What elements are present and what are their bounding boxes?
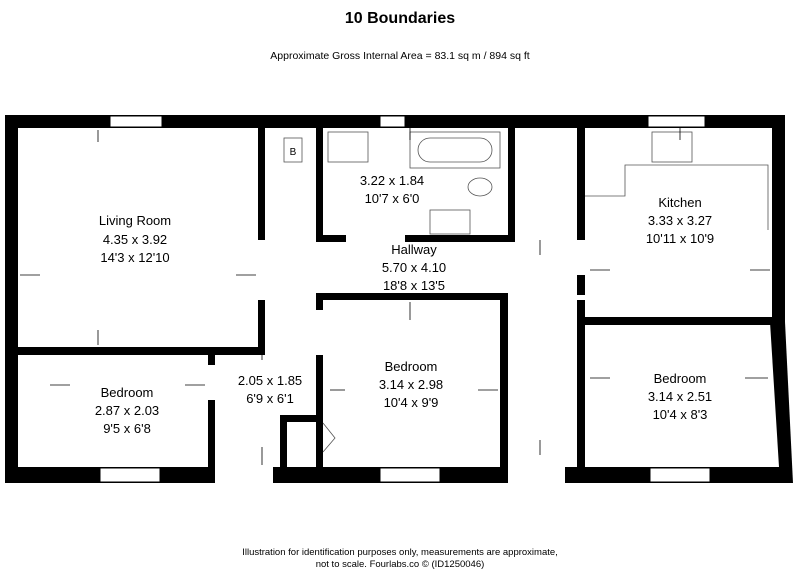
room-living: Living Room 4.35 x 3.92 14'3 x 12'10 xyxy=(99,213,171,265)
room-kitchen: Kitchen 3.33 x 3.27 10'11 x 10'9 xyxy=(646,195,714,246)
windows xyxy=(99,115,711,483)
closet-door xyxy=(322,422,336,453)
room-name: Bedroom xyxy=(385,359,438,374)
worktop xyxy=(585,164,769,230)
room-metric: 2.05 x 1.85 xyxy=(238,373,302,388)
room-name: Bedroom xyxy=(101,385,154,400)
bath-icon xyxy=(409,131,501,169)
room-imperial: 6'9 x 6'1 xyxy=(246,391,294,406)
room-metric: 3.22 x 1.84 xyxy=(360,173,424,188)
room-bedroom-left: Bedroom 2.87 x 2.03 9'5 x 6'8 xyxy=(95,385,159,436)
room-metric: 3.14 x 2.98 xyxy=(379,377,443,392)
kitchen-sink-icon xyxy=(651,131,693,163)
room-metric: 5.70 x 4.10 xyxy=(382,260,446,275)
room-imperial: 10'4 x 8'3 xyxy=(653,407,708,422)
boiler-label: B xyxy=(290,147,297,158)
room-name: Bedroom xyxy=(654,371,707,386)
disclaimer-line-2: not to scale. Fourlabs.co © (ID1250046) xyxy=(316,559,485,570)
fixtures: B xyxy=(283,131,769,453)
room-metric: 4.35 x 3.92 xyxy=(103,232,167,247)
shower-icon xyxy=(327,131,369,163)
room-imperial: 10'11 x 10'9 xyxy=(646,231,714,246)
room-bedroom-center: Bedroom 3.14 x 2.98 10'4 x 9'9 xyxy=(379,359,443,410)
room-imperial: 9'5 x 6'8 xyxy=(103,421,151,436)
room-imperial: 10'4 x 9'9 xyxy=(384,395,439,410)
room-imperial: 18'8 x 13'5 xyxy=(383,278,445,293)
room-hallway: Hallway 5.70 x 4.10 18'8 x 13'5 xyxy=(382,242,446,293)
room-name: Hallway xyxy=(391,242,437,257)
room-landing: 2.05 x 1.85 6'9 x 6'1 xyxy=(238,373,302,406)
toilet-icon xyxy=(467,177,493,197)
walls xyxy=(5,115,793,483)
room-name: Living Room xyxy=(99,213,171,228)
plan-title: 10 Boundaries xyxy=(345,10,455,27)
disclaimer-line-1: Illustration for identification purposes… xyxy=(242,547,558,558)
room-bathroom: 3.22 x 1.84 10'7 x 6'0 xyxy=(360,173,424,206)
gross-area: Approximate Gross Internal Area = 83.1 s… xyxy=(270,50,530,62)
room-metric: 3.33 x 3.27 xyxy=(648,213,712,228)
room-metric: 2.87 x 2.03 xyxy=(95,403,159,418)
sink-icon xyxy=(429,209,471,235)
room-imperial: 14'3 x 12'10 xyxy=(100,250,169,265)
room-name: Kitchen xyxy=(658,195,701,210)
room-imperial: 10'7 x 6'0 xyxy=(365,191,420,206)
room-metric: 3.14 x 2.51 xyxy=(648,389,712,404)
boiler-icon xyxy=(283,137,303,163)
room-bedroom-right: Bedroom 3.14 x 2.51 10'4 x 8'3 xyxy=(648,371,712,422)
dimension-arrows xyxy=(20,128,770,465)
